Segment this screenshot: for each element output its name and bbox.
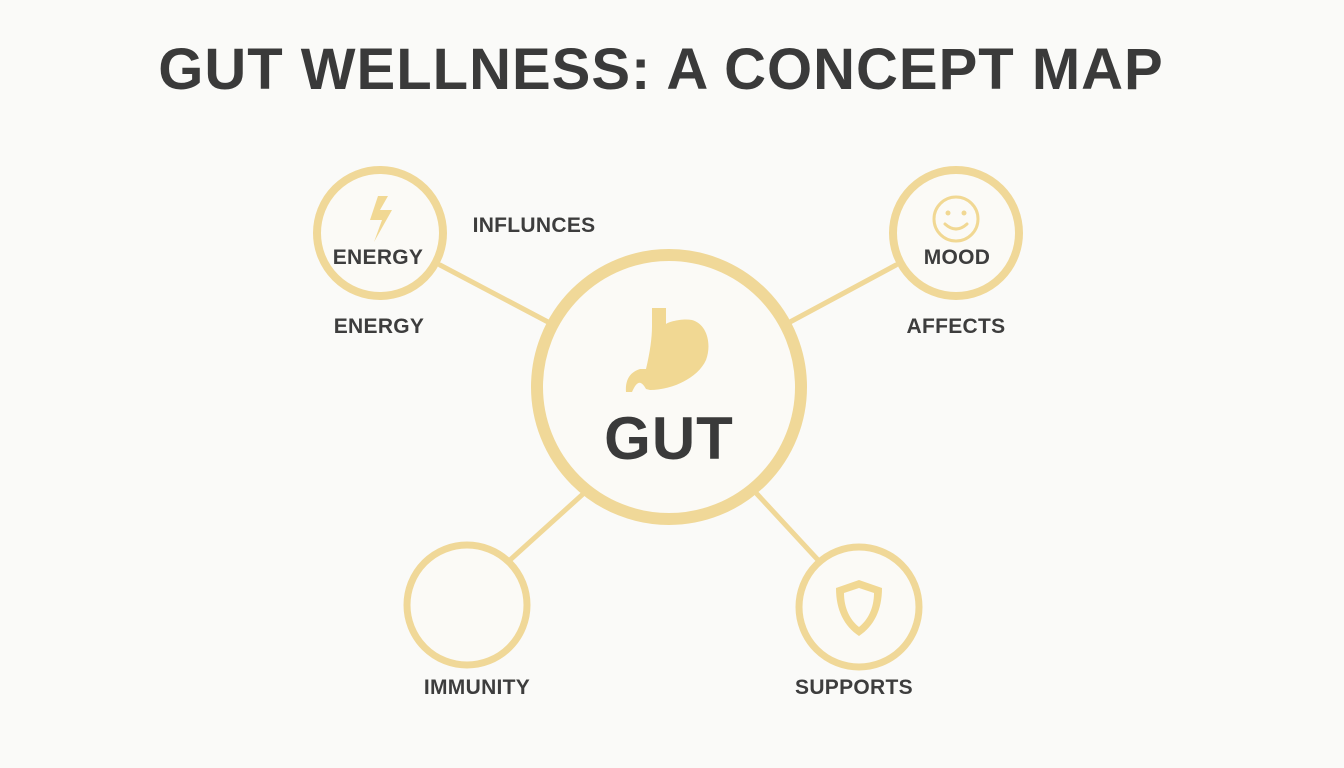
- immunity-node-circle: [403, 541, 531, 669]
- supports-node-circle: [795, 543, 923, 671]
- smiley-face-icon: [932, 195, 980, 243]
- hub-label: GUT: [604, 405, 734, 472]
- connector-mood: [787, 262, 899, 325]
- connector-immunity: [507, 491, 586, 563]
- energy-edge-label: ENERGY: [333, 315, 425, 338]
- shield-icon: [836, 580, 882, 636]
- supports-label: SUPPORTS: [795, 676, 913, 699]
- connector-energy: [437, 262, 551, 325]
- connector-supports: [754, 491, 821, 563]
- influnces-edge-label: INFLUNCES: [472, 214, 596, 237]
- page-title: GUT WELLNESS: A CONCEPT MAP: [158, 37, 1164, 102]
- mood-node-label: MOOD: [923, 246, 991, 269]
- affects-edge-label: AFFECTS: [906, 315, 1006, 338]
- stomach-icon: [625, 308, 709, 392]
- lightning-bolt-icon: [370, 196, 392, 242]
- mood-node-circle: [889, 166, 1023, 300]
- energy-node-label: ENERGY: [332, 246, 424, 269]
- immunity-label: IMMUNITY: [423, 676, 531, 699]
- energy-node-circle: [313, 166, 447, 300]
